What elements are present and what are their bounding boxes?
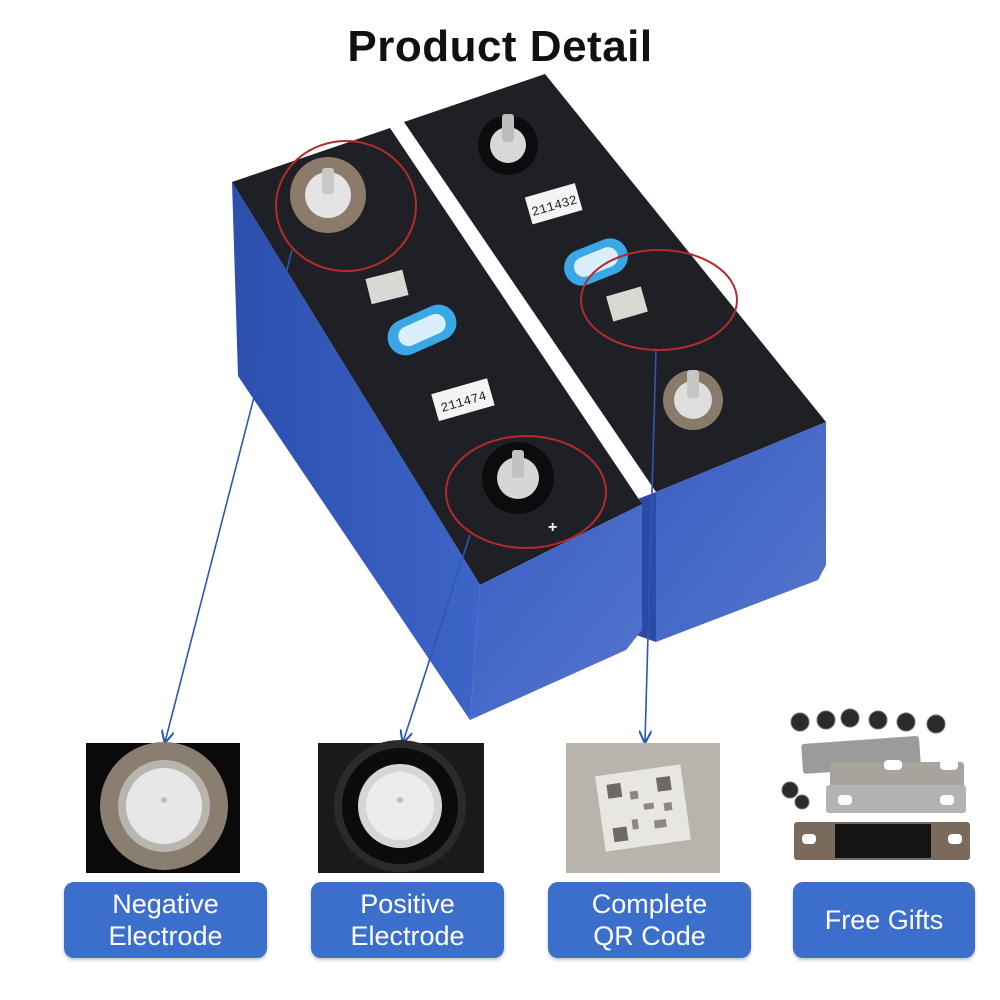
battery-cell-back: 211432	[404, 74, 826, 642]
positive-mark: +	[548, 519, 557, 536]
arrow-qr	[645, 349, 657, 742]
free-gifts-label-line1: Free Gifts	[824, 905, 944, 935]
free-gifts-photo	[781, 708, 970, 860]
negative-electrode-photo	[86, 742, 240, 873]
arrow-positive	[403, 534, 471, 742]
qr-code-label-line1: Complete	[591, 889, 708, 919]
highlight-circle-qr	[580, 249, 738, 351]
negative-electrode-label-line1: Negative	[112, 889, 219, 919]
page-title: Product Detail	[347, 22, 653, 71]
highlight-circle-negative	[275, 140, 417, 272]
positive-electrode-label: Positive Electrode	[311, 882, 504, 958]
battery-cell-front: 211474 +	[232, 128, 642, 720]
highlight-circle-positive	[445, 435, 607, 549]
negative-electrode-label-line2: Electrode	[108, 921, 223, 951]
negative-electrode-label: Negative Electrode	[64, 882, 267, 958]
positive-electrode-label-line1: Positive	[360, 889, 455, 919]
positive-electrode-photo	[318, 740, 484, 873]
qr-code-photo	[566, 743, 720, 873]
arrow-negative	[165, 249, 293, 742]
free-gifts-label: Free Gifts	[793, 882, 975, 958]
positive-electrode-label-line2: Electrode	[350, 921, 465, 951]
qr-code-label-line2: QR Code	[593, 921, 706, 951]
qr-code-label: Complete QR Code	[548, 882, 751, 958]
